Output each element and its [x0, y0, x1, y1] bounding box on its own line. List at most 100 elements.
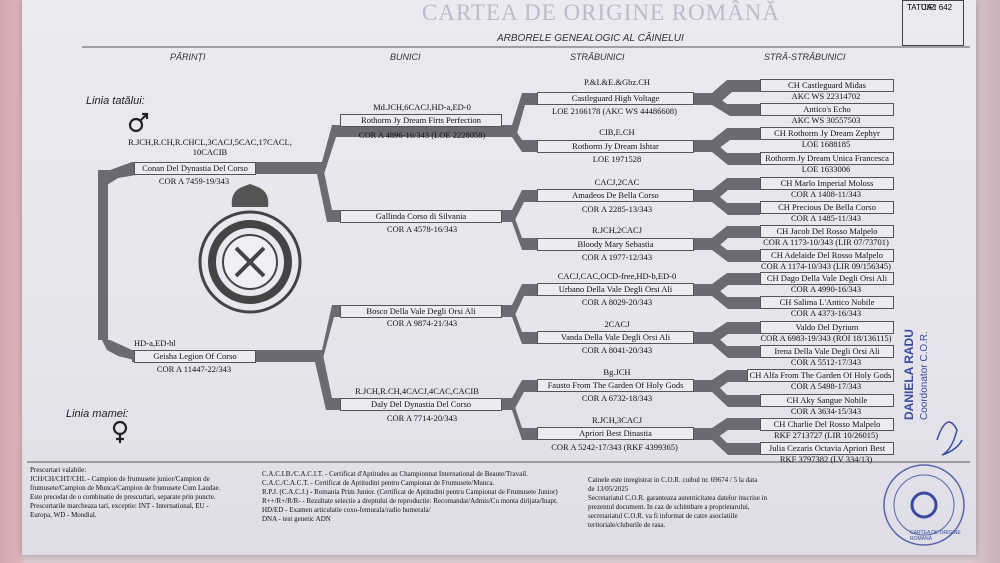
abbrev-line: Este precedat de o combinatie de prescur…	[30, 493, 216, 501]
ggp6-reg: COR A 8041-20/343	[581, 345, 653, 355]
gp4-titles: R.JCH,R.CH,4CACJ,4CAC,CACIB	[355, 386, 479, 396]
abbrev-line: Prescurtari valabile:	[30, 466, 87, 474]
ggp7-name: Fausto From The Garden Of Holy Gods	[537, 379, 694, 392]
sire-line-label: Linia tatălui:	[86, 95, 145, 107]
ggp1-name: Castleguard High Voltage	[537, 92, 694, 105]
gggp-8-reg: COR A 1174-10/343 (LIR 09/156345)	[760, 261, 892, 271]
coordinator-role: Coordonator C.O.R.	[919, 331, 930, 420]
abbrev-line: DNA - test genetic ADN	[262, 515, 331, 523]
col-grandparents: BUNICI	[390, 52, 421, 62]
signature	[936, 421, 963, 456]
gggp-14: CH Aky Sangue Nobile	[760, 394, 894, 407]
gggp-12: Irena Della Vale Degli Orsi Ali	[760, 345, 894, 358]
gggp-7: CH Jacob Del Rosso Malpelo	[760, 225, 894, 238]
abbrev-line: R++/R+/R/R- - Rezultate selectie a drept…	[262, 497, 558, 505]
gp1-reg: COR A 4896-16/343 (LOE 2228058)	[358, 130, 486, 140]
abbrev-line: Prescurtarile marcheaza tari, exceptie: …	[30, 502, 209, 510]
ggp4-titles: R.JCH,2CACJ	[591, 225, 643, 235]
gggp-6-reg: COR A 1485-11/343	[790, 213, 862, 223]
sire-name: Conan Del Dynastia Del Corso	[134, 162, 256, 175]
cor-stamp	[883, 464, 965, 546]
gggp-2-reg: AKC WS 30557503	[791, 115, 861, 125]
gggp-13-reg: COR A 5498-17/343	[790, 381, 862, 391]
gggp-16-reg: RKF 3797382 (LV 334/13)	[779, 454, 873, 464]
gp3-reg: COR A 9874-21/343	[386, 318, 458, 328]
gggp-9: CH Dago Della Vale Degli Orsi Ali	[760, 272, 894, 285]
ggp1-reg: LOE 2166178 (AKC WS 44486608)	[552, 106, 677, 116]
gggp-4-reg: LOE 1633006	[801, 164, 851, 174]
ggp8-name: Apriori Best Dinastia	[537, 427, 694, 440]
gggp-1-reg: AKC WS 22314702	[791, 91, 861, 101]
tattoo-label: TATUAJ	[907, 3, 937, 12]
gggp-7-reg: COR A 1173-10/343 (LIR 07/73701)	[763, 237, 889, 247]
ggp8-reg: COR A 5242-17/343 (RKF 4399365)	[551, 442, 678, 452]
sire-titles: R.JCH,R.CH,R.CHCL,3CACJ,5CAC,17CACL, 10C…	[128, 137, 292, 157]
gp1-name: Rothorm Jy Dream Firts Perfection	[340, 114, 502, 127]
gggp-11-reg: COR A 6983-19/343 (ROI 18/136115)	[760, 333, 892, 343]
reg-line: secretariatul C.O.R. va fi informat de c…	[588, 512, 738, 520]
gggp-3: CH Rothorm Jy Dream Zephyr	[760, 127, 894, 140]
abbrev-line: C.A.C./C.A.C.T. - Certificat de Aptitudi…	[262, 479, 495, 487]
gggp-16: Julia Cezaris Octavia Apriori Best	[760, 442, 894, 455]
reg-line: Cainele este inregistrat in C.O.R. cuibu…	[588, 476, 758, 484]
reg-line: Secretariatul C.O.R. garanteaza autentic…	[588, 494, 768, 502]
pedigree-certificate: CARTEA DE ORIGINE ROMÂNĂ ARBORELE GENEAL…	[22, 0, 976, 555]
gggp-4: Rothorm Jy Dream Unica Francesca	[760, 152, 894, 165]
gggp-6: CH Precious De Bella Corso	[760, 201, 894, 214]
gggp-14-reg: COR A 3634-15/343	[790, 406, 862, 416]
ggp3-name: Amadeos De Bella Corso	[537, 189, 694, 202]
ggp2-name: Rothorm Jy Dream Ishtar	[537, 140, 694, 153]
gggp-10: CH Salima L'Antico Nobile	[760, 296, 894, 309]
ggp3-titles: CACJ,2CAC	[594, 177, 640, 187]
gggp-5: CH Marlo Imperial Moloss	[760, 177, 894, 190]
club-emblem	[198, 184, 302, 314]
gggp-8: CH Adelaide Del Rosso Malpelo	[760, 249, 894, 262]
certificate-subtitle: ARBORELE GENEALOGIC AL CÂINELUI	[497, 33, 684, 44]
ggp2-titles: CIB,E.CH	[599, 127, 635, 137]
col-great-grandparents: STRĂBUNICI	[570, 52, 625, 62]
abbrev-line: JCH/CH/CHT/CHL - Campion de frumusete ju…	[30, 475, 210, 483]
abbrev-line: C.A.C.I.B./C.A.C.I.T. - Certificat d'Apt…	[262, 470, 528, 478]
dam-name: Geisha Legion Of Corso	[134, 350, 256, 363]
abbrev-col1: Prescurtari valabile: JCH/CH/CHT/CHL - C…	[30, 466, 220, 520]
certificate-title: CARTEA DE ORIGINE ROMÂNĂ	[422, 0, 781, 25]
col-great-great-grandparents: STRĂ-STRĂBUNICI	[764, 52, 846, 62]
ggp8-titles: R.JCH,3CACJ	[591, 415, 643, 425]
gggp-3-reg: LOE 1688185	[801, 139, 851, 149]
reg-line: teritoriale/cluburile de rasa.	[588, 521, 666, 529]
gggp-10-reg: COR A 4373-16/343	[790, 308, 862, 318]
ggp4-name: Bloody Mary Sebastia	[537, 238, 694, 251]
col-parents: PĂRINȚI	[170, 52, 206, 62]
reg-line: prezentul document. In caz de schimbare …	[588, 503, 750, 511]
ggp5-reg: COR A 8029-20/343	[581, 297, 653, 307]
ggp5-name: Urbano Della Vale Degli Orsi Ali	[537, 283, 694, 296]
gggp-13: CH Alfa From The Garden Of Holy Gods	[747, 369, 894, 382]
chip-label: CIP: 642	[921, 3, 953, 12]
ggp7-titles: Bg.JCH	[603, 367, 631, 377]
gggp-15-reg: RKF 2713727 (LIR 10/26015)	[773, 430, 879, 440]
abbrev-line: HD/ED - Examen articulatie coxo-femurala…	[262, 506, 431, 514]
ggp4-reg: COR A 1977-12/343	[581, 252, 653, 262]
abbrev-col2: C.A.C.I.B./C.A.C.I.T. - Certificat d'Apt…	[262, 470, 558, 524]
ggp6-titles: 2CACJ	[604, 319, 630, 329]
gp1-titles: Md.JCH,6CACJ,HD-a,ED-0	[373, 102, 471, 112]
stamp-ring-text: CARTEA DE ORIGINE ROMÂNĂ	[910, 530, 961, 542]
dam-reg: COR A 11447-22/343	[156, 364, 232, 374]
dam-titles: HD-a,ED-bl	[134, 338, 176, 348]
gp4-name: Daly Del Dynastia Del Corso	[340, 398, 502, 411]
gp2-reg: COR A 4578-16/343	[386, 224, 458, 234]
reg-line: de 13/05/2025	[588, 485, 629, 493]
gggp-11: Valdo Del Dyrium	[760, 321, 894, 334]
gggp-2: Antico's Echo	[760, 103, 894, 116]
gp2-name: Gallinda Corso di Silvania	[340, 210, 502, 223]
abbrev-line: frumusete/Campion de Munca/Campion de fr…	[30, 484, 221, 492]
gggp-15: CH Charlie Del Rosso Malpelo	[760, 418, 894, 431]
ggp5-titles: CACJ,CAC,OCD-free,HD-b,ED-0	[557, 271, 677, 281]
ggp2-reg: LOE 1971528	[592, 154, 642, 164]
gggp-1: CH Castleguard Midas	[760, 79, 894, 92]
gggp-9-reg: COR A 4990-16/343	[790, 284, 862, 294]
gp4-reg: COR A 7714-20/343	[386, 413, 458, 423]
abbrev-line: Europa, WD - Mondial.	[30, 511, 97, 519]
ggp3-reg: COR A 2285-13/343	[581, 204, 653, 214]
